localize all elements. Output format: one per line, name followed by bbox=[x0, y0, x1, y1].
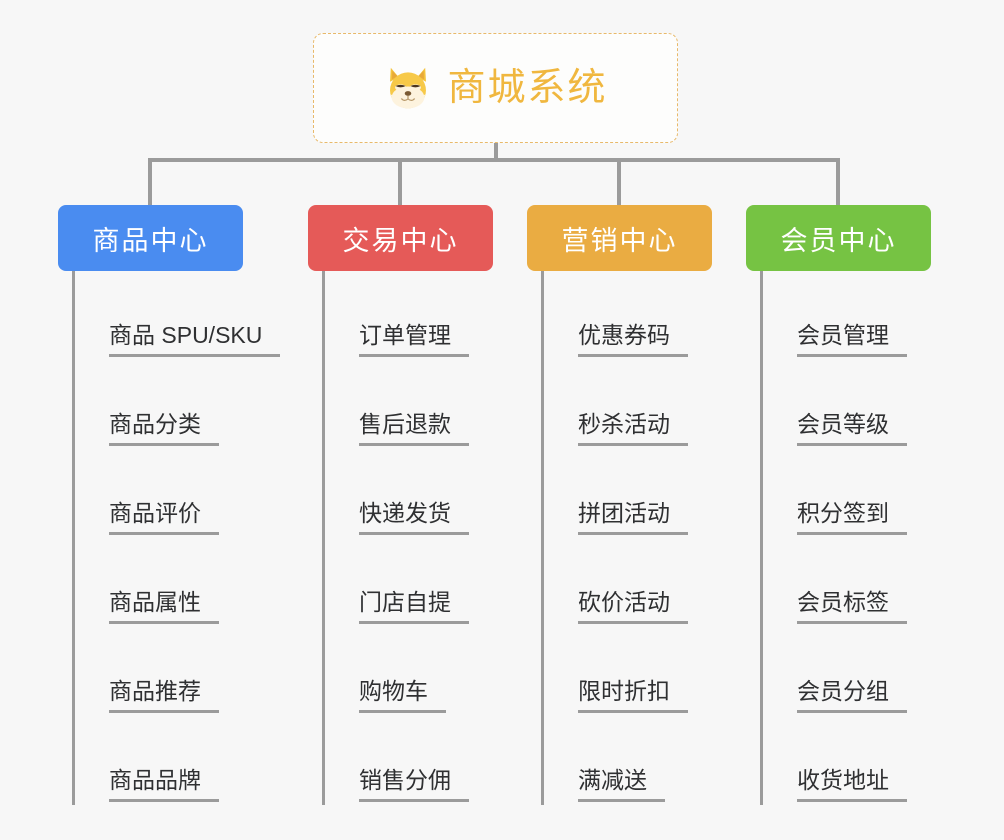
branch-header-trade-center[interactable]: 交易中心 bbox=[308, 205, 493, 271]
leaf-item-label: 订单管理 bbox=[359, 322, 469, 357]
leaf-item[interactable]: 销售分佣 bbox=[325, 716, 493, 805]
shiba-dog-icon bbox=[390, 67, 427, 109]
leaf-item-label: 优惠券码 bbox=[578, 322, 688, 357]
leaf-item-label: 秒杀活动 bbox=[578, 411, 688, 446]
connector-drop-branch-4 bbox=[836, 158, 840, 205]
leaf-item[interactable]: 订单管理 bbox=[325, 271, 493, 360]
leaf-item-label: 商品 SPU/SKU bbox=[109, 322, 281, 357]
leaf-item-label: 商品品牌 bbox=[109, 767, 219, 802]
leaf-item[interactable]: 商品属性 bbox=[75, 538, 280, 627]
leaf-item-label: 商品分类 bbox=[109, 411, 219, 446]
branch-member-center: 会员中心 会员管理 会员等级 积分签到 会员标签 会员分组 收货地址 bbox=[746, 205, 931, 805]
leaf-item-label: 拼团活动 bbox=[578, 500, 688, 535]
leaf-item[interactable]: 满减送 bbox=[544, 716, 712, 805]
leaf-item-label: 砍价活动 bbox=[578, 589, 688, 624]
leaf-item-label: 商品推荐 bbox=[109, 678, 219, 713]
leaf-item[interactable]: 砍价活动 bbox=[544, 538, 712, 627]
leaf-item[interactable]: 会员标签 bbox=[763, 538, 931, 627]
leaf-item[interactable]: 拼团活动 bbox=[544, 449, 712, 538]
leaf-item-label: 销售分佣 bbox=[359, 767, 469, 802]
branch-header-label: 交易中心 bbox=[342, 225, 459, 256]
connector-drop-branch-1 bbox=[148, 158, 152, 205]
connector-drop-branch-2 bbox=[398, 158, 402, 205]
leaf-item[interactable]: 门店自提 bbox=[325, 538, 493, 627]
connector-horizontal-bus bbox=[150, 158, 838, 162]
leaf-item[interactable]: 限时折扣 bbox=[544, 627, 712, 716]
leaf-item[interactable]: 会员等级 bbox=[763, 360, 931, 449]
leaf-item[interactable]: 秒杀活动 bbox=[544, 360, 712, 449]
leaf-list-trade-center: 订单管理 售后退款 快递发货 门店自提 购物车 销售分佣 bbox=[322, 271, 493, 805]
leaf-item-label: 积分签到 bbox=[797, 500, 907, 535]
leaf-item-label: 商品评价 bbox=[109, 500, 219, 535]
branch-product-center: 商品中心 商品 SPU/SKU 商品分类 商品评价 商品属性 商品推荐 商品品牌 bbox=[58, 205, 281, 805]
branch-header-marketing-center[interactable]: 营销中心 bbox=[527, 205, 712, 271]
connector-root-stem bbox=[494, 143, 498, 161]
root-node-title: 商城系统 bbox=[447, 67, 608, 109]
leaf-item[interactable]: 商品分类 bbox=[75, 360, 280, 449]
branch-header-label: 营销中心 bbox=[561, 225, 678, 256]
branch-marketing-center: 营销中心 优惠券码 秒杀活动 拼团活动 砍价活动 限时折扣 满减送 bbox=[527, 205, 712, 805]
leaf-item-label: 售后退款 bbox=[359, 411, 469, 446]
branch-header-label: 会员中心 bbox=[780, 225, 897, 256]
leaf-item-label: 会员标签 bbox=[797, 589, 907, 624]
leaf-item-label: 会员管理 bbox=[797, 322, 907, 357]
leaf-item[interactable]: 优惠券码 bbox=[544, 271, 712, 360]
leaf-item[interactable]: 商品品牌 bbox=[75, 716, 280, 805]
leaf-item[interactable]: 购物车 bbox=[325, 627, 493, 716]
leaf-list-member-center: 会员管理 会员等级 积分签到 会员标签 会员分组 收货地址 bbox=[760, 271, 931, 805]
leaf-item[interactable]: 商品评价 bbox=[75, 449, 280, 538]
leaf-item[interactable]: 商品 SPU/SKU bbox=[75, 271, 281, 360]
leaf-item-label: 限时折扣 bbox=[578, 678, 688, 713]
branch-header-product-center[interactable]: 商品中心 bbox=[58, 205, 243, 271]
leaf-item[interactable]: 快递发货 bbox=[325, 449, 493, 538]
leaf-item[interactable]: 会员管理 bbox=[763, 271, 931, 360]
leaf-item-label: 收货地址 bbox=[797, 767, 907, 802]
leaf-list-product-center: 商品 SPU/SKU 商品分类 商品评价 商品属性 商品推荐 商品品牌 bbox=[72, 271, 281, 805]
leaf-item[interactable]: 收货地址 bbox=[763, 716, 931, 805]
branch-trade-center: 交易中心 订单管理 售后退款 快递发货 门店自提 购物车 销售分佣 bbox=[308, 205, 493, 805]
leaf-item[interactable]: 售后退款 bbox=[325, 360, 493, 449]
leaf-item-label: 满减送 bbox=[578, 767, 665, 802]
leaf-item[interactable]: 会员分组 bbox=[763, 627, 931, 716]
branch-header-label: 商品中心 bbox=[92, 225, 209, 256]
leaf-item[interactable]: 积分签到 bbox=[763, 449, 931, 538]
leaf-item-label: 快递发货 bbox=[359, 500, 469, 535]
connector-drop-branch-3 bbox=[617, 158, 621, 205]
leaf-item-label: 会员等级 bbox=[797, 411, 907, 446]
leaf-item-label: 商品属性 bbox=[109, 589, 219, 624]
root-node-shop-system[interactable]: 商城系统 bbox=[313, 33, 678, 143]
branch-header-member-center[interactable]: 会员中心 bbox=[746, 205, 931, 271]
leaf-list-marketing-center: 优惠券码 秒杀活动 拼团活动 砍价活动 限时折扣 满减送 bbox=[541, 271, 712, 805]
leaf-item[interactable]: 商品推荐 bbox=[75, 627, 280, 716]
leaf-item-label: 门店自提 bbox=[359, 589, 469, 624]
leaf-item-label: 会员分组 bbox=[797, 678, 907, 713]
leaf-item-label: 购物车 bbox=[359, 678, 446, 713]
